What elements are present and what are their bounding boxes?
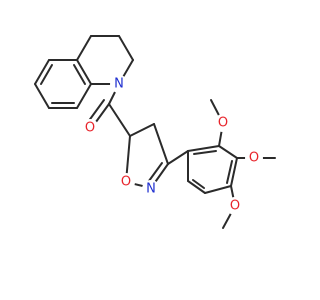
nitrogen-atom-ring: N	[110, 75, 128, 93]
atom-labels: N O O N O O O	[81, 75, 263, 215]
bond	[76, 59, 92, 85]
bond	[153, 123, 169, 165]
bond	[187, 145, 220, 152]
bond	[129, 123, 155, 137]
oxygen-label: O	[218, 116, 228, 131]
oxygen-atom-methoxy-top: O	[214, 114, 232, 132]
bond	[187, 180, 206, 194]
bond	[193, 150, 217, 155]
oxygen-atom-methoxy-bottom: O	[226, 197, 244, 215]
bond	[40, 64, 53, 85]
nitrogen-label: N	[146, 182, 156, 197]
bond	[76, 35, 92, 61]
bond	[192, 179, 205, 189]
bond	[87, 99, 105, 123]
oxygen-atom-carbonyl: O	[81, 119, 99, 137]
molecule-structure-diagram: N O O N O O O	[34, 35, 276, 229]
bond	[218, 145, 238, 159]
oxygen-label: O	[85, 121, 95, 136]
bond	[118, 35, 134, 61]
bond	[226, 160, 233, 184]
oxygen-atom-methoxy-mid: O	[245, 149, 263, 167]
oxygen-atom-isoxazoline: O	[117, 173, 135, 191]
nitrogen-label: N	[114, 77, 124, 92]
oxygen-label: O	[249, 151, 259, 166]
bond	[108, 103, 131, 137]
oxygen-label: O	[230, 199, 240, 214]
bond	[34, 83, 50, 109]
oxygen-label: O	[121, 175, 131, 190]
nitrogen-atom-isoxazoline: N	[142, 180, 160, 198]
bond	[34, 59, 50, 85]
bond	[73, 64, 86, 85]
bond	[76, 83, 92, 109]
bond	[204, 185, 232, 194]
bond	[230, 157, 238, 187]
bond	[167, 150, 189, 165]
